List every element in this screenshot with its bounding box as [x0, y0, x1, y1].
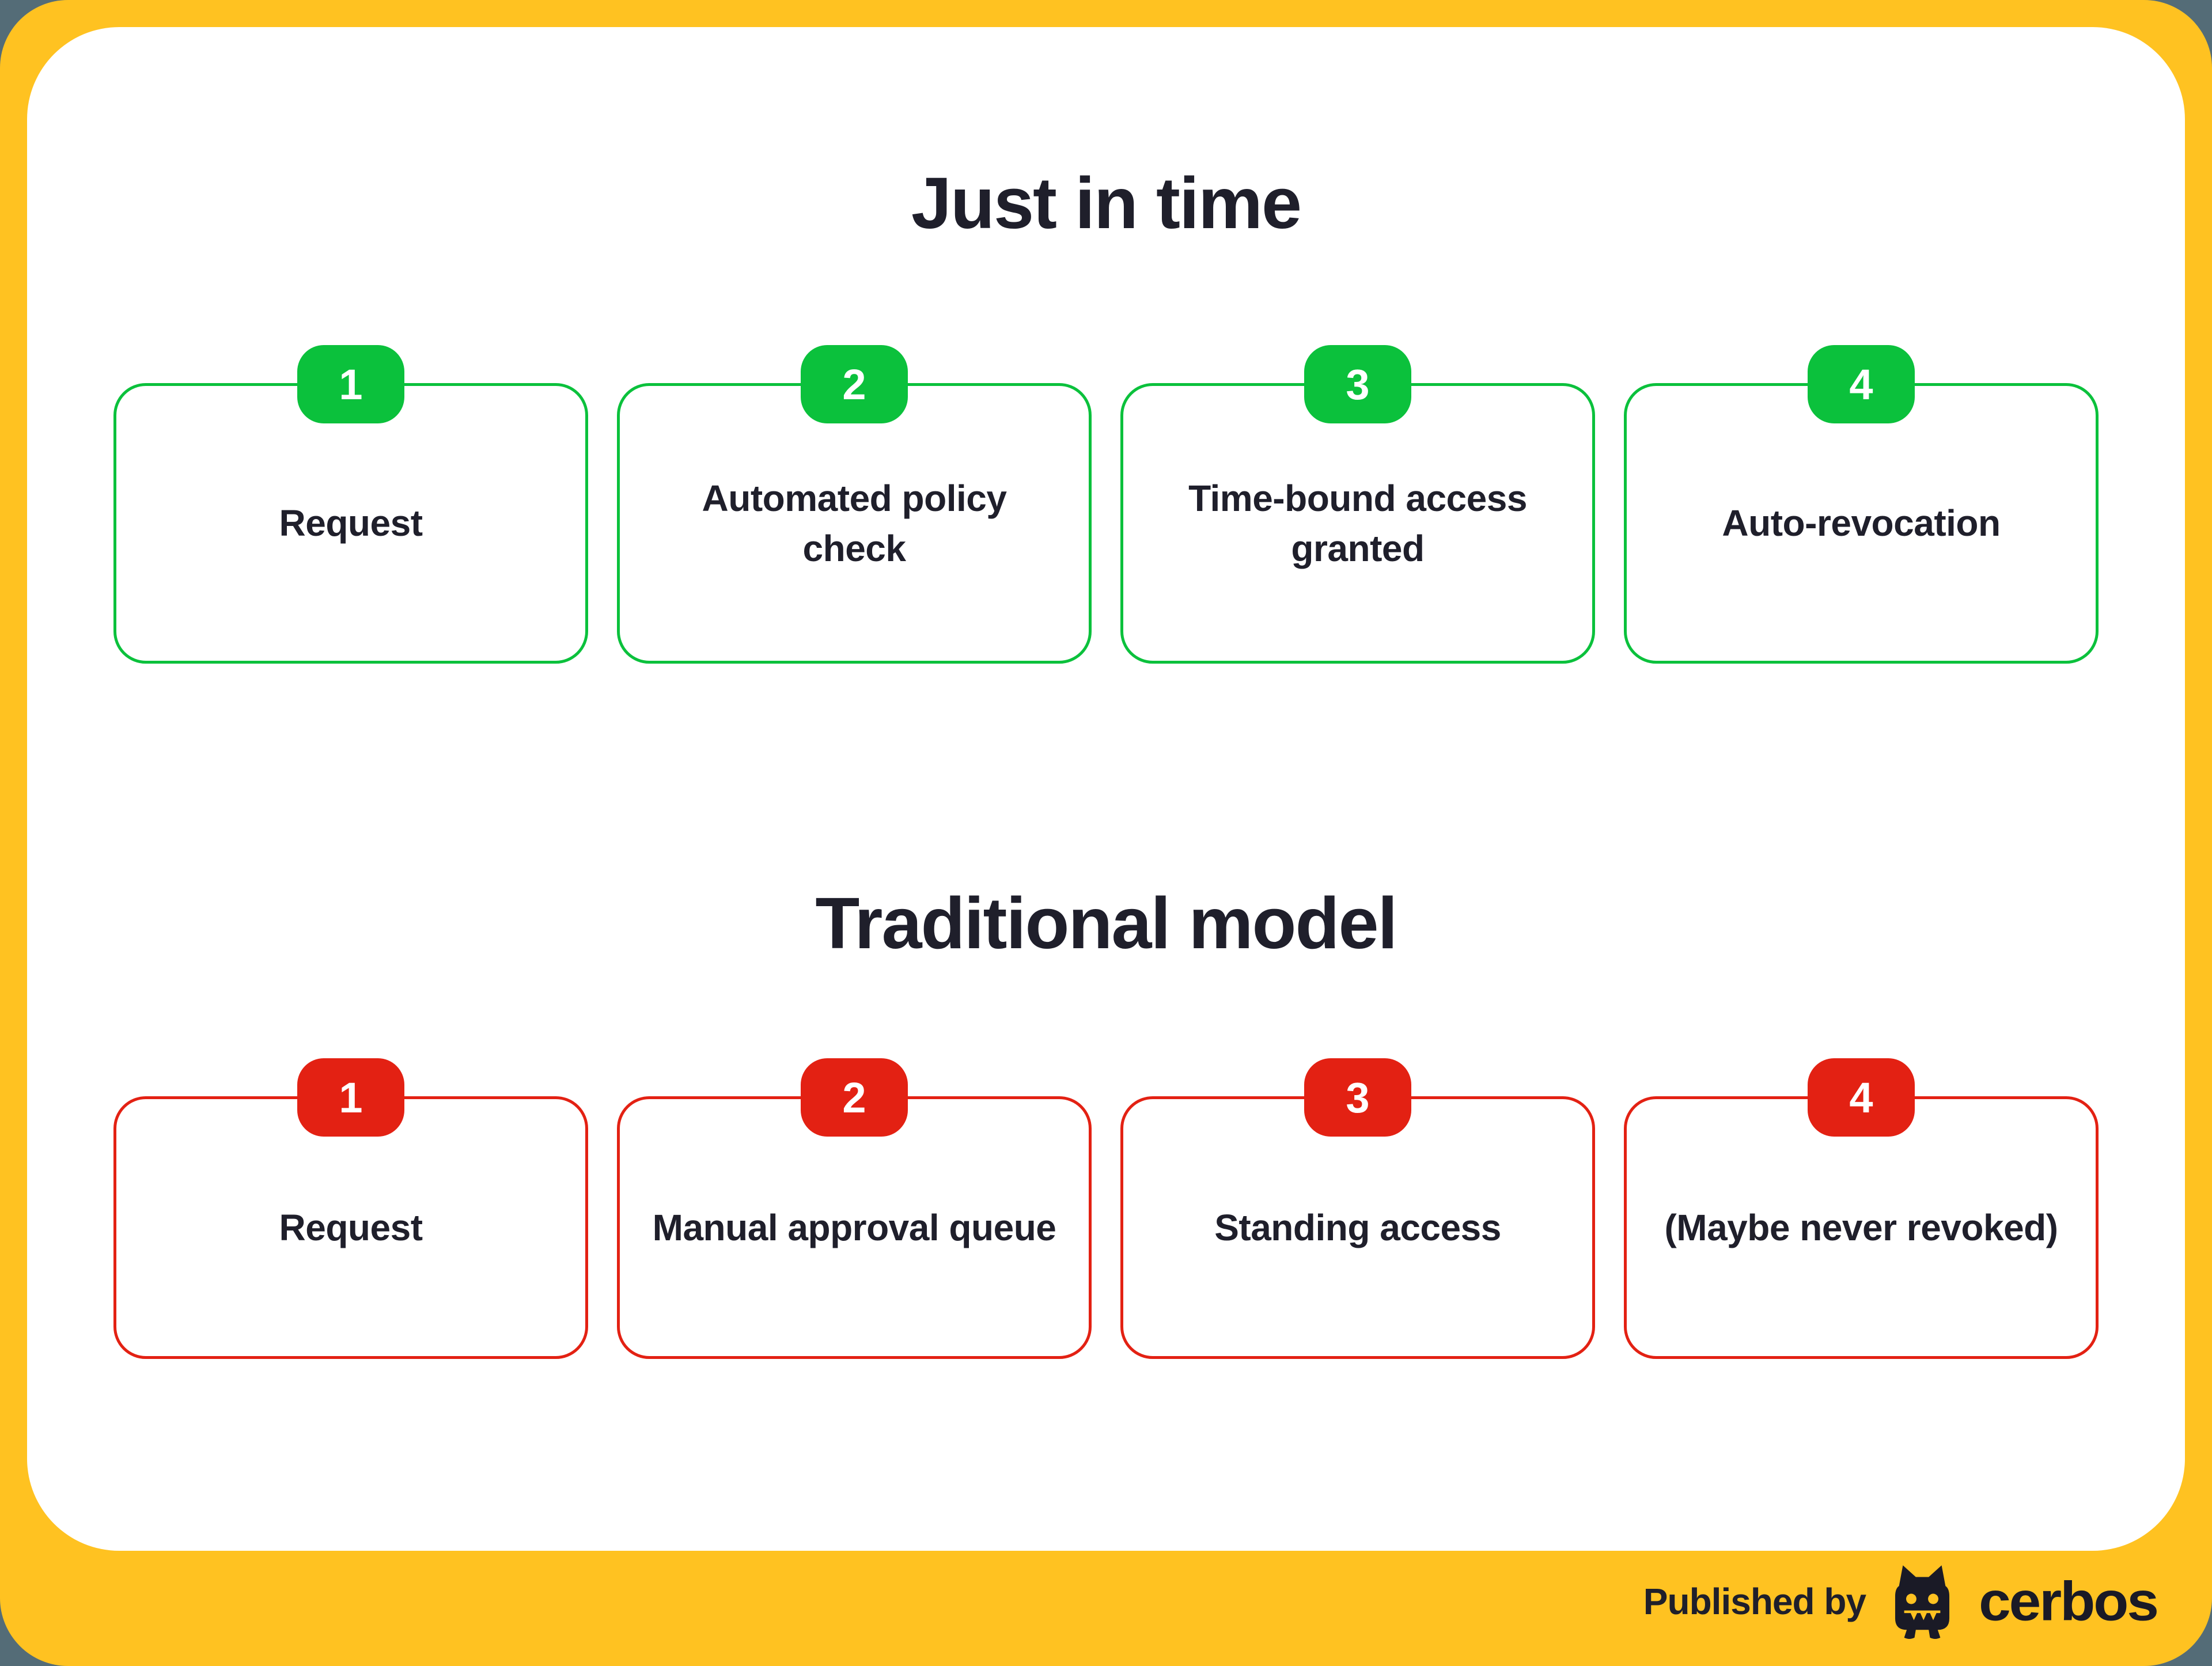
step-number-badge: 1 — [297, 1058, 404, 1137]
step-card-jit-3: 3 Time-bound access granted — [1120, 345, 1595, 664]
step-label: (Maybe never revoked) — [1664, 1206, 2058, 1248]
footer: Published by cerbos — [1643, 1559, 2159, 1644]
step-label: Time-bound access granted — [1188, 478, 1527, 569]
step-number-badge: 2 — [801, 345, 908, 423]
content-card: Just in time 1 Request 2 Automated polic… — [27, 27, 2185, 1551]
step-card-trad-1: 1 Request — [113, 1058, 588, 1359]
step-label: Request — [279, 1206, 423, 1248]
step-label: Manual approval queue — [652, 1206, 1056, 1248]
step-card-jit-2: 2 Automated policy check — [617, 345, 1092, 664]
steps-row-just-in-time: 1 Request 2 Automated policy check 3 Tim… — [113, 345, 2099, 664]
step-number-badge: 4 — [1808, 1058, 1915, 1137]
published-by-label: Published by — [1643, 1581, 1866, 1622]
step-number-badge: 2 — [801, 1058, 908, 1137]
step-card-jit-4: 4 Auto-revocation — [1624, 345, 2099, 664]
cerbos-mascot-icon — [1895, 1565, 1950, 1639]
section-title-just-in-time: Just in time — [911, 162, 1302, 244]
step-number-badge: 1 — [297, 345, 404, 423]
step-number-badge: 3 — [1304, 345, 1411, 423]
step-number-badge: 4 — [1808, 345, 1915, 423]
step-number-badge: 3 — [1304, 1058, 1411, 1137]
step-label: Automated policy check — [702, 478, 1007, 569]
steps-row-traditional: 1 Request 2 Manual approval queue 3 Stan… — [113, 1058, 2099, 1359]
step-label: Request — [279, 502, 423, 544]
step-card-jit-1: 1 Request — [113, 345, 588, 664]
section-title-traditional-model: Traditional model — [815, 883, 1397, 964]
step-label: Standing access — [1214, 1206, 1501, 1248]
step-label: Auto-revocation — [1722, 502, 2001, 544]
step-card-trad-4: 4 (Maybe never revoked) — [1624, 1058, 2099, 1359]
step-card-trad-2: 2 Manual approval queue — [617, 1058, 1092, 1359]
cerbos-wordmark: cerbos — [1979, 1570, 2159, 1633]
step-card-trad-3: 3 Standing access — [1120, 1058, 1595, 1359]
